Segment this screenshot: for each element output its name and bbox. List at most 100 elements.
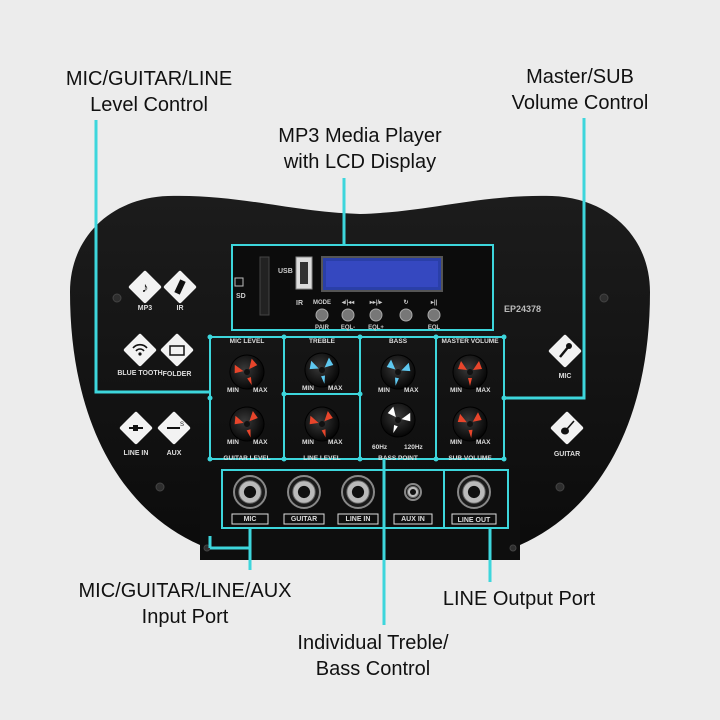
mp3-icon-label: MP3 <box>138 305 153 312</box>
mp3-label-next: ▸▸|/▸ <box>369 300 383 306</box>
jacks-group <box>233 475 491 509</box>
mp3-label-play: ▸|| <box>430 300 438 306</box>
guitar-level-knob[interactable] <box>226 403 268 445</box>
mp3-label-pair: PAIR <box>315 325 330 331</box>
folder-icon <box>160 333 194 367</box>
callout-mp3-line2: with LCD Display <box>283 151 437 173</box>
jack-label-guitar: GUITAR <box>291 516 317 523</box>
callout-master-sub-line2: Volume Control <box>511 92 649 114</box>
callout-level-control-line2: Level Control <box>90 94 208 116</box>
mp3-label-mode: MODE <box>313 300 331 306</box>
knob-max-label: MAX <box>253 387 268 394</box>
bass-120hz-label: 120Hz <box>404 444 424 451</box>
mp3-label-repeat: ↻ <box>403 299 408 306</box>
aux-icon: S <box>157 411 191 445</box>
model-number: EP24378 <box>504 304 541 314</box>
ir-remote-icon <box>163 270 197 304</box>
knob-min-label: MIN <box>227 439 239 446</box>
aux-in-jack[interactable] <box>404 483 422 501</box>
sd-card-slot[interactable] <box>259 256 270 316</box>
guitar-jack[interactable] <box>287 475 321 509</box>
bass-point-knob[interactable] <box>376 398 420 442</box>
sd-icon <box>234 277 244 287</box>
mp3-button-play[interactable] <box>427 308 441 322</box>
callout-treble-bass-line2: Bass Control <box>315 658 431 680</box>
jack-label-mic: MIC <box>244 516 257 523</box>
ir-label: IR <box>296 300 303 307</box>
callout-mp3: MP3 Media Player with LCD Display <box>230 123 490 175</box>
treble-knob[interactable] <box>302 350 341 389</box>
bluetooth-icon-label: BLUE TOOTH <box>117 370 162 377</box>
line-out-jack[interactable] <box>457 475 491 509</box>
header-treble: TREBLE <box>309 338 336 345</box>
knob-min-label: MIN <box>378 387 390 394</box>
callout-input-port-line1: MIC/GUITAR/LINE/AUX <box>78 580 292 602</box>
folder-icon-label: FOLDER <box>163 371 192 378</box>
knob-max-label: MAX <box>253 439 268 446</box>
jack-label-aux-in: AUX IN <box>401 516 425 523</box>
mp3-button-repeat[interactable] <box>399 308 413 322</box>
header-mic-level: MIC LEVEL <box>230 338 265 345</box>
sd-label: SD <box>236 293 246 300</box>
callout-master-sub-line1: Master/SUB <box>526 66 634 88</box>
mp3-button-mode[interactable] <box>315 308 329 322</box>
mp3-label-eql-minus: EQL- <box>341 325 355 331</box>
knob-min-label: MIN <box>450 439 462 446</box>
callout-line-output-line1: LINE Output Port <box>442 588 596 610</box>
svg-text:♪: ♪ <box>142 279 149 295</box>
callout-level-control: MIC/GUITAR/LINE Level Control <box>34 66 264 118</box>
mic-icon-label: MIC <box>559 373 572 380</box>
header-bass: BASS <box>389 338 408 345</box>
mp3-button-row: MODE ◂/|◂◂ ▸▸|/▸ ↻ ▸|| PAIR EQL- EQL+ EQ… <box>313 299 440 331</box>
knobs-group <box>225 350 489 445</box>
line-in-icon <box>119 411 153 445</box>
line-level-knob[interactable] <box>301 403 343 445</box>
jack-label-line-out: LINE OUT <box>458 517 491 524</box>
callout-input-port-line2: Input Port <box>141 606 229 628</box>
right-icons: MIC GUITAR <box>548 334 584 458</box>
line-in-jack[interactable] <box>341 475 375 509</box>
callout-mp3-line1: MP3 Media Player <box>278 125 442 147</box>
footer-bass-point: BASS POINT <box>378 455 418 462</box>
callout-treble-bass-line1: Individual Treble/ <box>297 632 449 654</box>
mp3-label-eql: EQL <box>428 325 441 331</box>
knob-max-label: MAX <box>476 387 491 394</box>
callout-line-output: LINE Output Port <box>414 586 624 612</box>
sub-volume-knob[interactable] <box>452 406 489 443</box>
guitar-icon <box>550 411 584 445</box>
mic-level-knob[interactable] <box>225 350 269 394</box>
ir-icon-label: IR <box>177 305 184 312</box>
line-out-frame <box>443 469 509 529</box>
master-volume-knob[interactable] <box>452 354 488 390</box>
footer-line-level: LINE LEVEL <box>303 455 341 462</box>
header-master-volume: MASTER VOLUME <box>441 338 499 345</box>
mp3-icon: ♪ <box>128 270 162 304</box>
mp3-button-prev[interactable] <box>341 308 355 322</box>
bluetooth-icon <box>123 333 157 367</box>
usb-label: USB <box>278 268 293 275</box>
knob-min-label: MIN <box>450 387 462 394</box>
footer-sub-volume: SUB VOLUME <box>448 455 492 462</box>
knob-min-label: MIN <box>227 387 239 394</box>
mp3-label-prev: ◂/|◂◂ <box>341 300 355 306</box>
bass-knob[interactable] <box>378 352 417 391</box>
mic-jack[interactable] <box>233 475 267 509</box>
jack-label-line-in: LINE IN <box>346 516 371 523</box>
callout-master-sub: Master/SUB Volume Control <box>480 64 680 116</box>
aux-icon-label: AUX <box>167 450 182 457</box>
callout-level-control-line1: MIC/GUITAR/LINE <box>65 68 233 90</box>
svg-text:S: S <box>180 422 184 428</box>
guitar-icon-label: GUITAR <box>554 451 580 458</box>
mp3-button-next[interactable] <box>369 308 383 322</box>
line-in-icon-label: LINE IN <box>124 450 149 457</box>
knob-min-label: MIN <box>302 385 314 392</box>
knob-max-label: MAX <box>328 439 343 446</box>
callout-treble-bass: Individual Treble/ Bass Control <box>258 630 488 682</box>
bass-60hz-label: 60Hz <box>372 444 388 451</box>
left-icons: ♪ MP3 IR BLUE TOOTH FOLDER LINE IN S <box>117 270 197 457</box>
jack-label-boxes <box>231 513 497 525</box>
mic-icon <box>548 334 582 368</box>
knob-max-label: MAX <box>404 387 419 394</box>
